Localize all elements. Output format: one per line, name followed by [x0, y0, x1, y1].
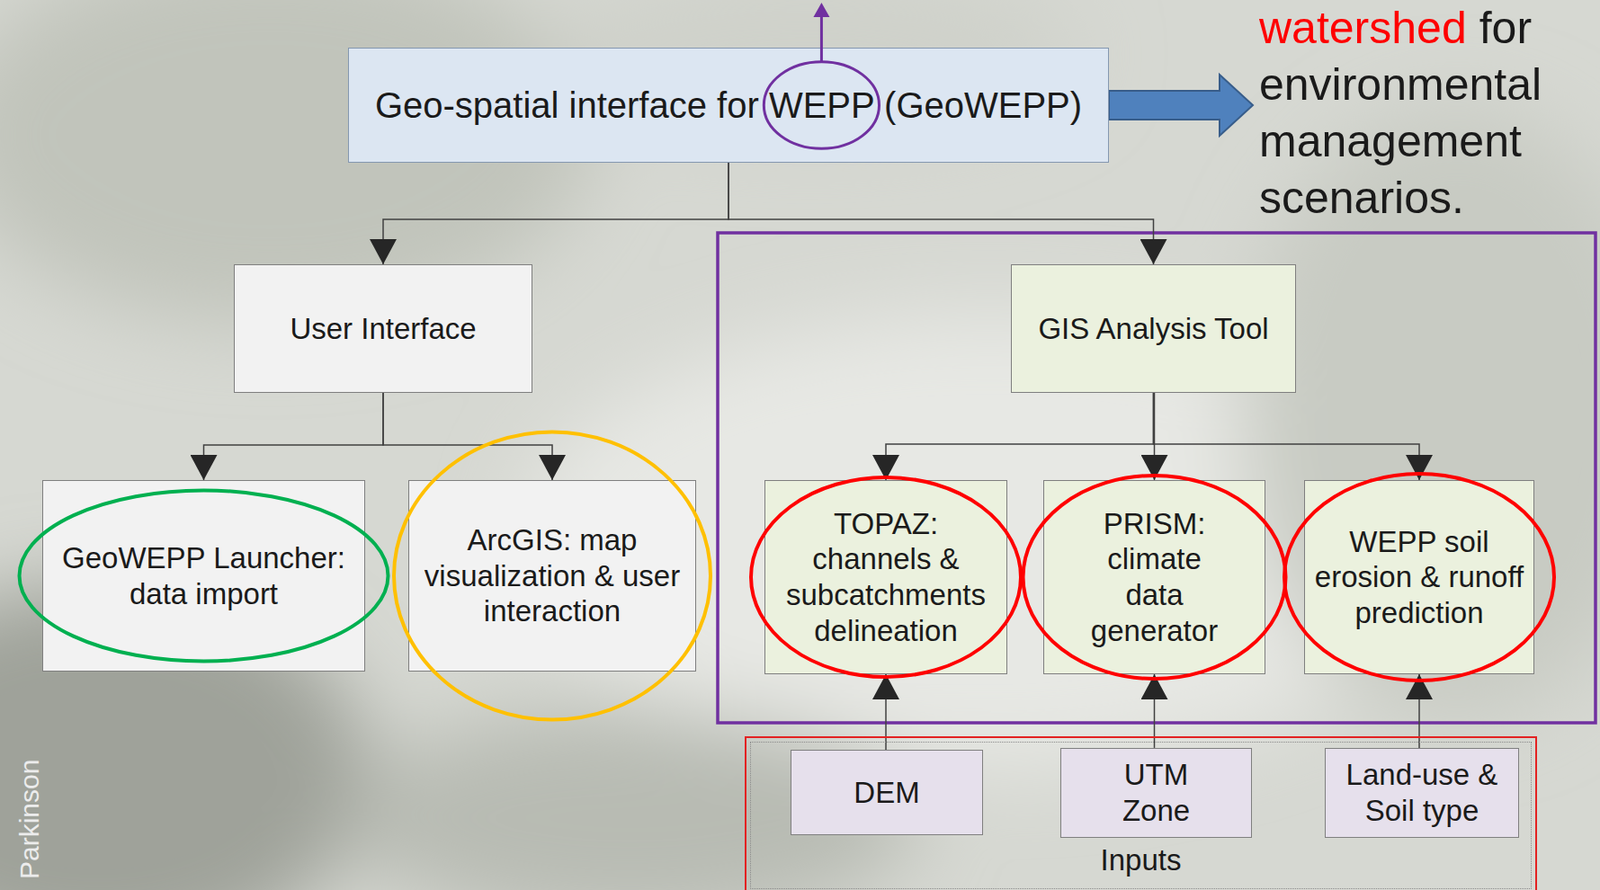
- node-text: DEM: [853, 775, 920, 812]
- highlight-ring: [43, 481, 365, 671]
- inputs-frame: Inputs DEM UTM Zone Land-use & Soil type: [744, 736, 1538, 890]
- node-text: ArcGIS: map visualization & user interac…: [416, 522, 689, 630]
- model-box: PRISM: climate data generator: [1043, 480, 1266, 675]
- output-arrow: [1108, 74, 1253, 136]
- pointer-head: [813, 2, 830, 18]
- highlight-ellipse: [1284, 473, 1555, 681]
- highlight-ellipse: [393, 432, 711, 721]
- node-text: TOPAZ: channels & subcatchments delineat…: [772, 506, 1000, 649]
- input-box: UTM Zone: [1060, 748, 1252, 839]
- pointer-line: [820, 15, 823, 63]
- model-box: TOPAZ: channels & subcatchments delineat…: [764, 480, 1008, 675]
- node-text: GIS Analysis Tool: [1037, 311, 1269, 348]
- connector-arrow: [1153, 393, 1421, 481]
- component-box: GeoWEPP Launcher: data import: [42, 480, 366, 672]
- model-box: WEPP soil erosion & runoff prediction: [1304, 480, 1535, 675]
- title-box: Geo-spatial interface for WEPP (GeoWEPP): [348, 47, 1109, 163]
- node-text: PRISM: climate data generator: [1082, 506, 1227, 649]
- tool-box: GIS Analysis Tool: [1010, 264, 1297, 394]
- input-box: DEM: [790, 750, 984, 836]
- node-text: Land-use & Soil type: [1332, 757, 1511, 829]
- input-box: Land-use & Soil type: [1324, 748, 1520, 839]
- callout-text: watershedfor environmental management sc…: [1259, 0, 1597, 227]
- connector-arrow: [204, 393, 385, 481]
- gis-group-outline: [717, 232, 1596, 724]
- connector-arrow: [728, 162, 1154, 265]
- group-box: User Interface: [233, 264, 533, 394]
- node-text: WEPP soil erosion & runoff prediction: [1312, 524, 1527, 632]
- photo-credit: Parkinson: [14, 759, 45, 880]
- connector-arrow: [383, 162, 729, 265]
- node-text: User Interface: [289, 311, 476, 348]
- highlight-ellipse: [1023, 475, 1287, 680]
- node-text: Inputs: [1100, 842, 1182, 879]
- connector-arrow: [885, 393, 1154, 481]
- callout-highlight: watershed: [1259, 2, 1467, 54]
- highlight-ellipse: [19, 491, 389, 662]
- component-box: ArcGIS: map visualization & user interac…: [408, 480, 697, 672]
- highlight-ellipse: [750, 477, 1021, 678]
- watermark: Parkinson: [16, 759, 44, 880]
- node-text: GeoWEPP Launcher: data import: [50, 540, 358, 612]
- node-text: Geo-spatial interface for WEPP (GeoWEPP): [375, 83, 1082, 127]
- node-text: UTM Zone: [1111, 757, 1202, 829]
- connector-arrow: [383, 393, 553, 481]
- connector-arrow: [884, 674, 887, 751]
